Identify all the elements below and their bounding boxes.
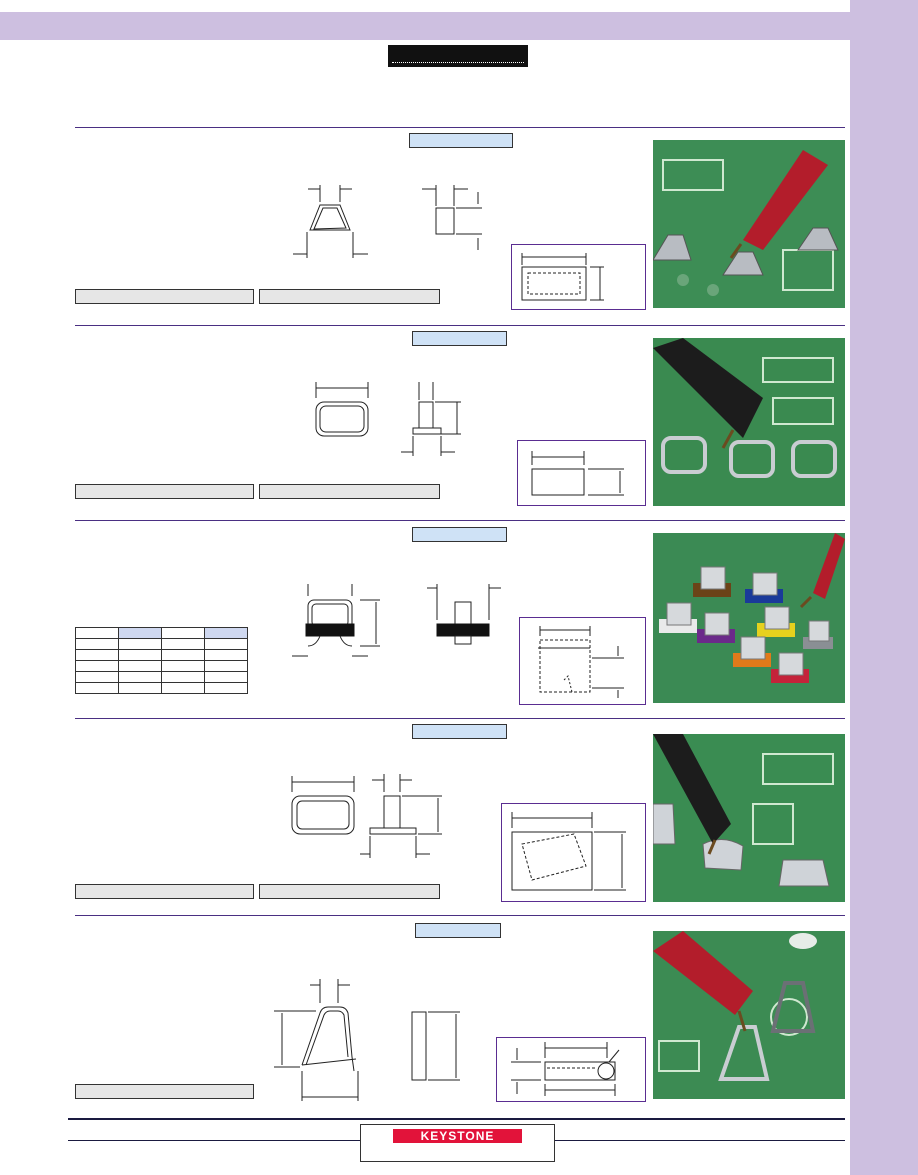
section-5-front-drawing — [274, 979, 359, 1101]
section-5-rule — [75, 915, 845, 916]
section-2-rule — [75, 325, 845, 326]
section-4-side-drawing — [360, 774, 442, 858]
section-3-rule — [75, 520, 845, 521]
section-5-footprint-inset — [496, 1037, 646, 1102]
section-3-side-drawing — [427, 584, 501, 645]
section-1-front-drawing — [293, 185, 368, 258]
right-accent-band — [850, 0, 918, 1175]
page-title-block — [388, 45, 528, 67]
section-3-photo — [653, 533, 845, 703]
section-5-side-drawing — [411, 1011, 460, 1081]
section-4-photo — [653, 734, 845, 902]
section-2-front-drawing — [315, 382, 369, 437]
section-2-photo — [653, 338, 845, 506]
keystone-logo: KEYSTONE — [393, 1129, 522, 1143]
section-1-photo — [653, 140, 845, 308]
footer-rule — [68, 1118, 845, 1120]
section-4-front-drawing — [291, 776, 355, 835]
section-3-table — [75, 627, 248, 694]
section-2-bar-right — [259, 484, 440, 499]
section-4-bar-right — [259, 884, 440, 899]
footer-logo-box: KEYSTONE — [360, 1124, 555, 1162]
section-2-tab — [412, 331, 507, 346]
section-1-tab — [409, 133, 513, 148]
section-3-front-drawing — [292, 584, 380, 657]
section-1-rule — [75, 127, 845, 128]
section-5-tab — [415, 923, 501, 938]
top-white-strip — [0, 0, 850, 12]
section-1-bar-left — [75, 289, 254, 304]
section-2-bar-left — [75, 484, 254, 499]
section-2-side-drawing — [401, 382, 461, 456]
section-5-photo — [653, 931, 845, 1099]
section-4-rule — [75, 718, 845, 719]
section-4-tab — [412, 724, 507, 739]
section-2-footprint-inset — [517, 440, 646, 506]
section-1-bar-right — [259, 289, 440, 304]
section-4-footprint-inset — [501, 803, 646, 902]
section-3-footprint-inset — [519, 617, 646, 705]
section-4-bar-left — [75, 884, 254, 899]
section-3-tab — [412, 527, 507, 542]
section-5-bar-left — [75, 1084, 254, 1099]
section-1-footprint-inset — [511, 244, 646, 310]
section-1-side-drawing — [422, 185, 482, 250]
